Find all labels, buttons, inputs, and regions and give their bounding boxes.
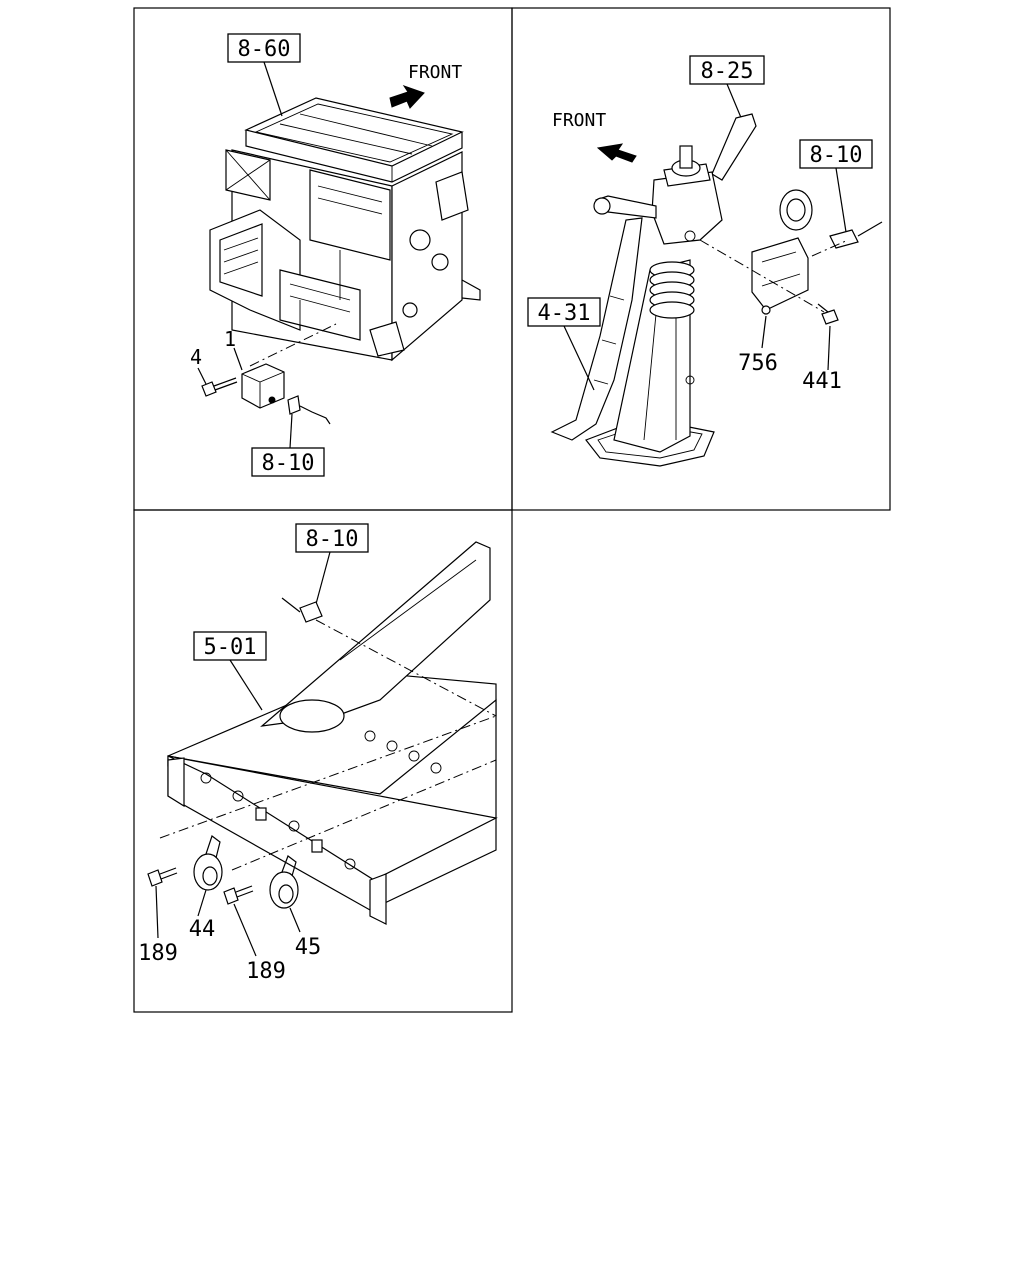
ref-box-8-60: 8-60: [227, 33, 301, 117]
panel-bottom-left: 8-10 5-01 44 45: [138, 523, 498, 984]
callout-756: 756: [738, 351, 778, 376]
panel-top-right-frame: [511, 7, 891, 511]
module-part-1: 1: [224, 323, 337, 409]
bolt-441: 441: [802, 303, 842, 394]
bolt-189-right: 189: [223, 885, 286, 984]
frame-rail-drawing: [159, 541, 498, 925]
connector-top-right: [829, 221, 883, 249]
ref-label-4-31: 4-31: [538, 301, 591, 326]
ref-box-8-10-top-left: 8-10: [251, 413, 325, 477]
ref-box-5-01: 5-01: [193, 631, 267, 711]
ref-label-8-60: 8-60: [238, 37, 291, 62]
callout-441: 441: [802, 369, 842, 394]
callout-44: 44: [189, 917, 216, 942]
callout-1: 1: [224, 327, 236, 351]
sensor-bracket: 756: [699, 189, 849, 376]
steering-column-drawing: [550, 145, 723, 467]
panel-top-left: FRONT 8-60 1 4: [190, 33, 481, 477]
callout-45: 45: [295, 935, 322, 960]
front-arrow-top-left: FRONT: [389, 62, 462, 109]
bolt-4: 4: [190, 345, 238, 397]
ref-box-8-10-bottom: 8-10: [281, 523, 369, 623]
panel-frames: [133, 7, 891, 1013]
bolt-189-left: 189: [138, 867, 178, 966]
horn-44: 44: [189, 835, 223, 942]
callout-4: 4: [190, 345, 202, 369]
switch-lever: [711, 113, 757, 181]
ref-label-8-10-top-right: 8-10: [810, 143, 863, 168]
connector-top-left: [287, 395, 331, 425]
hvac-unit-drawing: [209, 97, 481, 362]
horn-45: 45: [269, 855, 322, 960]
ref-box-8-10-top-right: 8-10: [799, 139, 873, 233]
panel-top-right: FRONT 8-25: [527, 55, 883, 467]
ref-label-5-01: 5-01: [204, 635, 257, 660]
ref-label-8-10-top-left: 8-10: [262, 451, 315, 476]
ref-label-8-10-bottom: 8-10: [306, 527, 359, 552]
front-arrow-top-right: FRONT: [552, 110, 637, 163]
front-label-top-left: FRONT: [408, 62, 462, 83]
ref-label-8-25: 8-25: [701, 59, 754, 84]
callout-189-right: 189: [246, 959, 286, 984]
ref-box-4-31: 4-31: [527, 297, 601, 391]
ref-box-8-25: 8-25: [689, 55, 765, 121]
front-label-top-right: FRONT: [552, 110, 606, 131]
callout-189-left: 189: [138, 941, 178, 966]
panel-bottom-left-frame: [133, 509, 513, 1013]
